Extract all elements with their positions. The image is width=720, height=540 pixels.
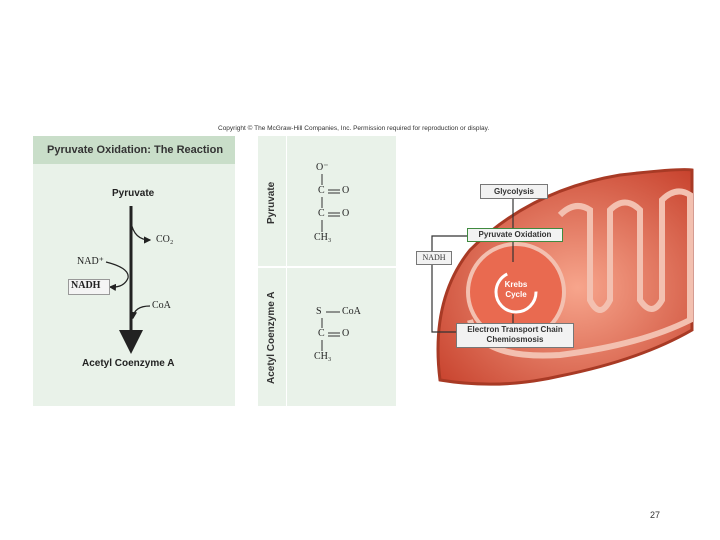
krebs-label-line1: Krebs bbox=[504, 280, 528, 289]
krebs-cycle-label: Krebs Cycle bbox=[496, 280, 536, 300]
nadh-label: NADH bbox=[71, 280, 101, 291]
acetyl-coa-group: CoA bbox=[342, 306, 361, 317]
etc-box: Electron Transport Chain Chemiosmosis bbox=[456, 323, 574, 348]
nadh-box bbox=[68, 279, 110, 295]
coa-branch-arrow bbox=[129, 305, 151, 320]
krebs-cycle-ring bbox=[494, 270, 538, 314]
acetyl-ch3: CH₃ bbox=[314, 351, 332, 362]
pyruvate-oxidation-box: Pyruvate Oxidation bbox=[467, 228, 563, 242]
page-number: 27 bbox=[650, 510, 661, 520]
co2-branch-arrow bbox=[130, 221, 152, 244]
structures-panel bbox=[258, 136, 396, 406]
glycolysis-box: Glycolysis bbox=[480, 184, 548, 199]
acetyl-o: O bbox=[342, 328, 350, 339]
pyruvate-o2: O bbox=[342, 208, 350, 219]
copyright-notice: Copyright © The McGraw-Hill Companies, I… bbox=[218, 125, 490, 132]
reaction-panel: Pyruvate Oxidation: The Reaction bbox=[33, 136, 235, 406]
reaction-panel-header: Pyruvate Oxidation: The Reaction bbox=[33, 136, 235, 164]
acetyl-coa-label: Acetyl Coenzyme A bbox=[82, 358, 175, 369]
nadh-mito-box: NADH bbox=[416, 251, 452, 265]
pyruvate-c2: C bbox=[318, 208, 325, 219]
pyruvate-label: Pyruvate bbox=[112, 188, 155, 199]
co2-label: CO₂ bbox=[156, 234, 174, 245]
pyruvate-ch3: CH₃ bbox=[314, 232, 332, 243]
pyruvate-o1: O bbox=[342, 185, 350, 196]
structures-divider bbox=[258, 266, 396, 268]
pyruvate-o-minus: O⁻ bbox=[316, 162, 329, 173]
krebs-label-line2: Cycle bbox=[505, 290, 527, 299]
nad-label: NAD⁺ bbox=[77, 256, 104, 267]
nad-nadh-arrow bbox=[105, 261, 129, 292]
acetyl-c: C bbox=[318, 328, 325, 339]
coa-label: CoA bbox=[152, 300, 171, 311]
mitochondrion-cristae bbox=[467, 188, 693, 359]
structures-side-rule bbox=[286, 136, 287, 406]
etc-line2: Chemiosmosis bbox=[486, 335, 544, 344]
pyruvate-c1: C bbox=[318, 185, 325, 196]
etc-line1: Electron Transport Chain bbox=[467, 325, 563, 334]
reaction-panel-title: Pyruvate Oxidation: The Reaction bbox=[47, 144, 224, 156]
acetyl-s: S bbox=[316, 306, 322, 317]
